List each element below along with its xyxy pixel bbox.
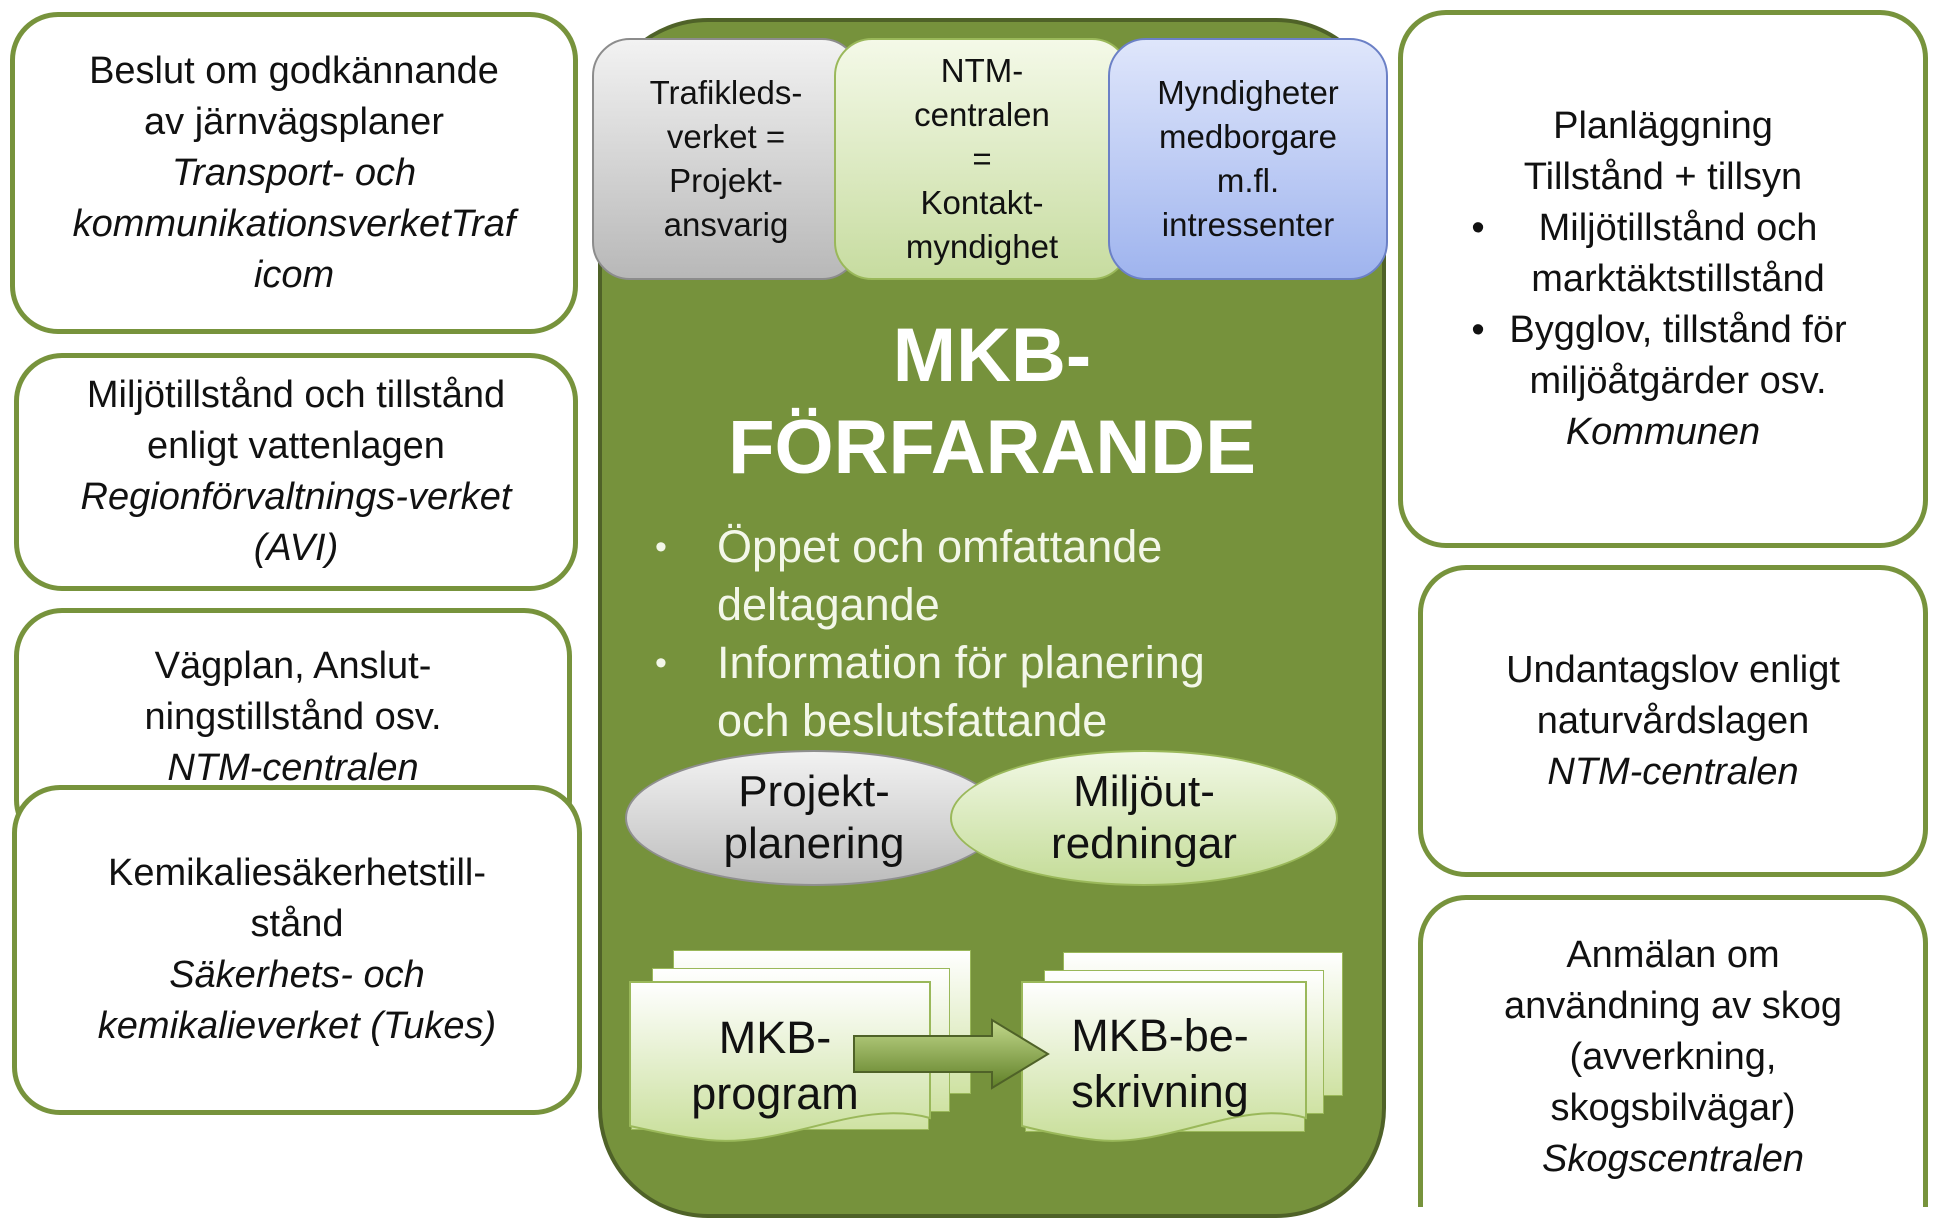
line: ningstillstånd osv. [144,696,442,738]
line: Miljötillstånd och tillstånd [86,374,506,416]
line: program [691,1068,859,1119]
line: Miljöut- [1073,767,1215,816]
bullet-item: Öppet och omfattande deltagande [655,518,1375,634]
line: Öppet och omfattande [717,521,1163,572]
line: Information för planering [717,637,1205,688]
ellipse-project-planning: Projekt- planering [625,750,1003,886]
document-label-description: MKB-be- skrivning [1040,1008,1280,1120]
bullet-item: Miljötillstånd och marktäktstillstånd [1471,203,1846,305]
right-box-municipality: Planläggning Tillstånd + tillsyn Miljöti… [1398,10,1928,548]
authority: (AVI) [253,527,339,569]
left-box-chemical-safety: Kemikaliesäkerhetstill- stånd Säkerhets-… [12,785,582,1115]
line: (avverkning, [1569,1036,1777,1078]
line: medborgare [1159,118,1337,155]
line: myndighet [905,228,1059,265]
line: ansvarig [663,206,789,243]
line: Trafikleds- [649,74,803,111]
line: Planläggning [1553,104,1773,147]
line: = [972,140,992,177]
left-box-water-permit: Miljötillstånd och tillstånd enligt vatt… [14,353,578,591]
title-line: MKB- [892,313,1092,398]
title-line: FÖRFARANDE [728,405,1256,490]
authority: Transport- och [171,151,417,194]
line: av järnvägsplaner [144,100,444,143]
line: Anmälan om [1566,934,1780,976]
line: Beslut om godkännande [89,49,499,92]
line: stånd [250,903,344,945]
authority: kemikalieverket (Tukes) [97,1005,497,1047]
line: naturvårdslagen [1536,699,1810,742]
top-box-traffic-agency: Trafikleds- verket = Projekt- ansvarig [592,38,860,280]
line: MKB- [718,1012,832,1063]
line: verket = [666,118,786,155]
authority: Kommunen [1565,410,1761,453]
line: användning av skog [1503,985,1843,1027]
line: marktäktstillstånd [1531,257,1825,300]
line: intressenter [1161,206,1335,243]
line: Myndigheter [1157,74,1339,111]
line: enligt vattenlagen [147,425,445,467]
line: Vägplan, Anslut- [154,645,432,687]
line: centralen [914,96,1050,133]
authority: Regionförvaltnings-verket [80,476,512,518]
authority: Skogscentralen [1542,1138,1804,1180]
line: och beslutsfattande [717,695,1108,746]
right-box-forest: Anmälan om användning av skog (avverknin… [1418,895,1928,1207]
left-box-rail-plans: Beslut om godkännande av järnvägsplaner … [10,12,578,334]
line: Undantagslov enligt [1506,648,1840,691]
line: Projekt- [738,767,890,816]
line: skrivning [1071,1066,1249,1117]
authority: Säkerhets- och [169,954,425,996]
arrow-icon [853,1018,1050,1090]
line: Projekt- [669,162,783,199]
line: deltagande [717,579,940,630]
line: miljöåtgärder osv. [1529,359,1827,402]
line: MKB-be- [1071,1010,1249,1061]
bullet-item: Information för planering och beslutsfat… [655,634,1375,750]
line: NTM- [940,52,1024,89]
top-box-stakeholders: Myndigheter medborgare m.fl. intressente… [1108,38,1388,280]
procedure-title: MKB- FÖRFARANDE [598,310,1386,494]
procedure-bullets: Öppet och omfattande deltagande Informat… [655,518,1375,750]
line: Kontakt- [920,184,1044,221]
authority: NTM-centralen [167,747,419,789]
document-front-page [1021,981,1307,1142]
authority: kommunikationsverketTraf [72,202,516,245]
line: Miljötillstånd och [1538,206,1818,249]
right-box-exemption: Undantagslov enligt naturvårdslagen NTM-… [1418,565,1928,877]
top-box-ntm-centre: NTM- centralen = Kontakt- myndighet [834,38,1130,280]
line: planering [723,819,905,868]
authority: icom [253,253,335,296]
document-front-page [629,981,931,1142]
line: Kemikaliesäkerhetstill- [107,852,486,894]
bullet-item: Bygglov, tillstånd för miljöåtgärder osv… [1471,305,1847,407]
planning-bullets: Miljötillstånd och marktäktstillstånd By… [1471,203,1847,407]
authority: NTM-centralen [1547,750,1799,793]
line: Bygglov, tillstånd för [1509,308,1847,351]
line: skogsbilvägar) [1550,1087,1796,1129]
ellipse-environmental-studies: Miljöut- redningar [950,750,1338,886]
line: m.fl. [1216,162,1280,199]
document-label-program: MKB- program [660,1010,890,1122]
line: redningar [1051,819,1237,868]
line: Tillstånd + tillsyn [1523,155,1803,198]
